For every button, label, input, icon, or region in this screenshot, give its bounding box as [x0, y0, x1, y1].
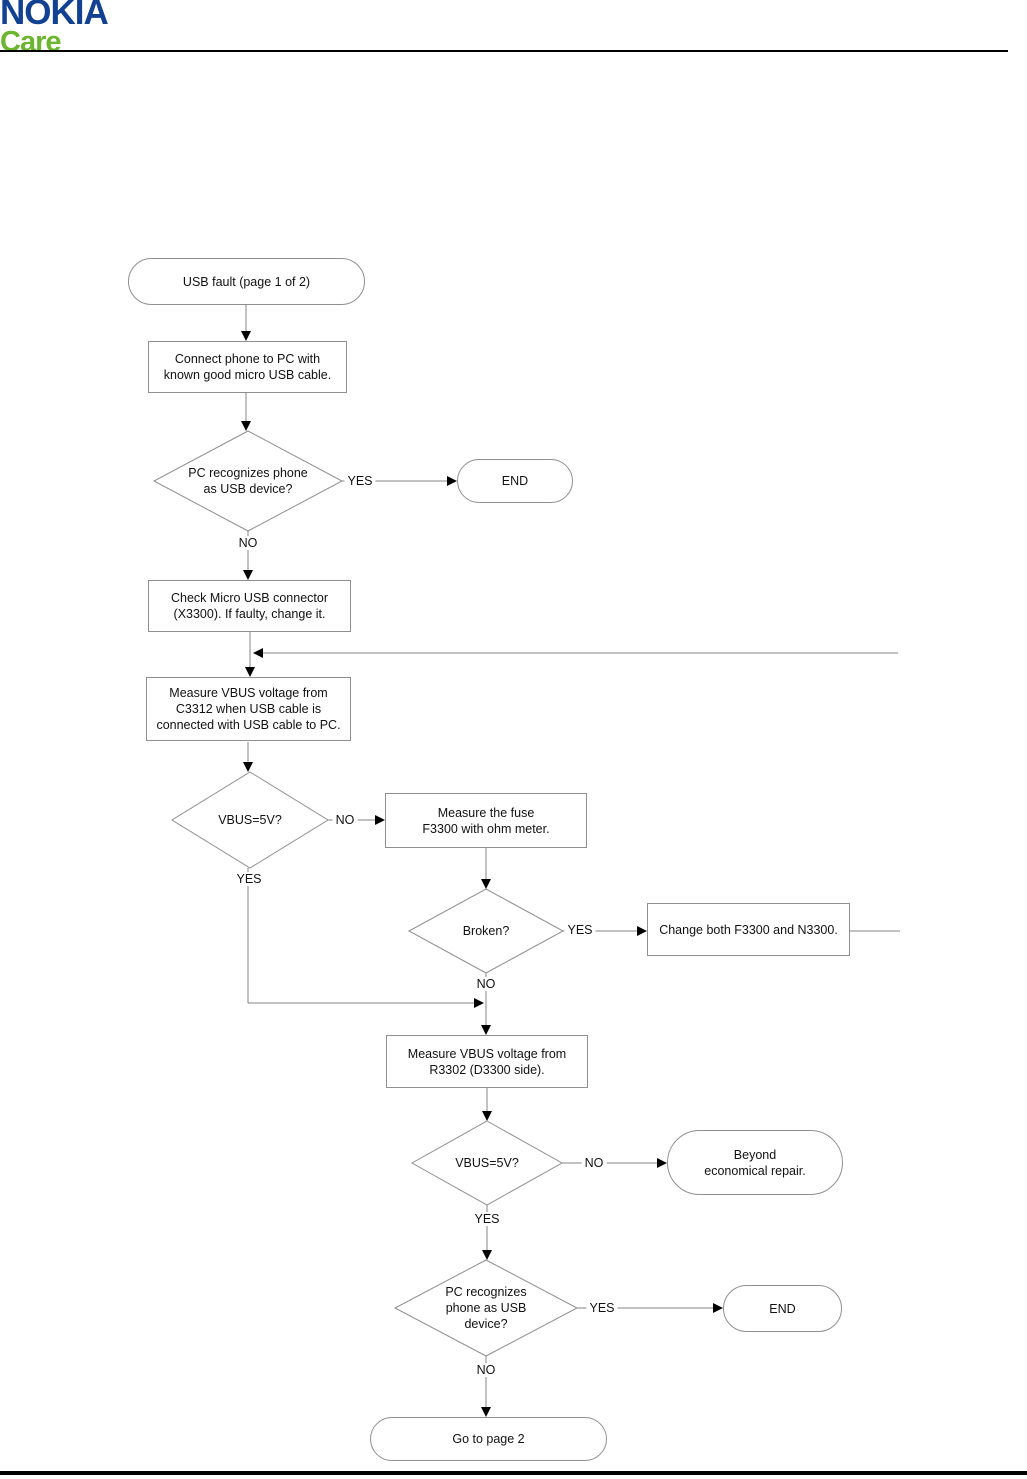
decision-diamond-shape [152, 430, 344, 532]
decision-diamond-shape [410, 1120, 564, 1206]
decision-diamond-shape [393, 1259, 579, 1357]
decision-diamond-shape [407, 888, 565, 974]
edge-label-yes: YES [471, 1212, 503, 1226]
edge-label-no: NO [473, 1363, 499, 1377]
node-start-terminator: USB fault (page 1 of 2) [128, 258, 365, 305]
decision-broken: Broken? [462, 924, 510, 938]
node-check-connector: Check Micro USB connector(X3300). If fau… [148, 580, 351, 632]
node-change-f3300-n3300: Change both F3300 and N3300. [647, 903, 850, 956]
decision-vbus-5v-1: VBUS=5V? [218, 813, 282, 827]
footer-rule [0, 1471, 1027, 1475]
arrowheads [241, 331, 723, 1417]
decision-diamonds [152, 430, 579, 1357]
edge-label-yes: YES [586, 1301, 618, 1315]
decision-diamond-shape [171, 771, 329, 869]
node-go-to-page-2: Go to page 2 [370, 1417, 607, 1461]
edge-label-no: NO [332, 813, 358, 827]
edge-label-no: NO [473, 977, 499, 991]
decision-vbus-5v-2: VBUS=5V? [455, 1156, 519, 1170]
edge-label-yes: YES [233, 872, 265, 886]
edge-label-no: NO [581, 1156, 607, 1170]
nokia-wordmark: NOKIA [0, 0, 109, 32]
edge-label-yes: YES [344, 474, 376, 488]
node-end-2: END [723, 1285, 842, 1332]
node-end-1: END [457, 459, 573, 503]
edge-label-yes: YES [564, 923, 596, 937]
nokia-care-logo: NOKIA Care [0, 0, 109, 57]
header-rule [0, 50, 1008, 52]
edge-label-no: NO [235, 536, 261, 550]
connector-lines [245, 305, 900, 1408]
